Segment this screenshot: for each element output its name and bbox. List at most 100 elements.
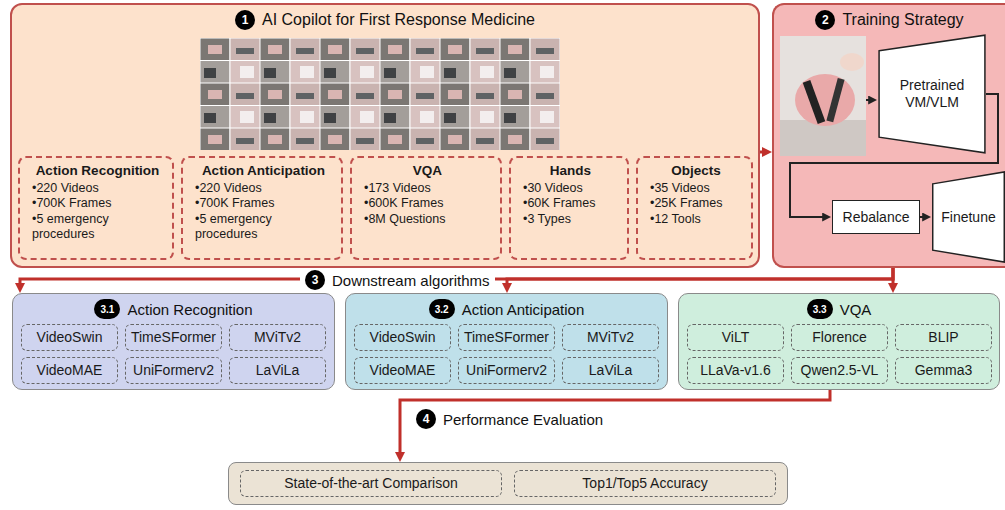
panel-title: AI Copilot for First Response Medicine	[262, 11, 535, 29]
block-label: Finetune	[941, 209, 995, 226]
model-box: LaViLa	[562, 357, 659, 384]
panel-title: Action Anticipation	[462, 301, 585, 318]
dataset-box: Action Anticipation•220 Videos•700K Fram…	[181, 156, 343, 260]
process-box: Rebalance	[832, 200, 920, 234]
connector	[760, 151, 764, 154]
model-name: LaViLa	[589, 362, 632, 379]
dataset-stat: •60K Frames	[519, 196, 595, 212]
model-name: LLaVa-v1.6	[700, 362, 771, 379]
model-name: TimeSFormer	[131, 329, 216, 346]
model-name: MViTv2	[587, 329, 634, 346]
connector	[507, 268, 893, 285]
dataset-heading: VQA	[413, 162, 442, 180]
model-box: Florence	[791, 324, 888, 351]
dataset-box: VQA•173 Videos•600K Frames•8M Questions	[350, 156, 502, 260]
panel-header: 3.2 Action Anticipation	[346, 299, 667, 319]
panel-title: Training Strategy	[842, 11, 963, 29]
video-frame-mosaic	[200, 38, 560, 150]
panel-title: VQA	[840, 301, 872, 318]
dataset-box: Hands•30 Videos•60K Frames•3 Types	[509, 156, 629, 260]
connector	[790, 94, 998, 217]
dataset-heading: Hands	[550, 162, 591, 180]
dataset-stat: •8M Questions	[360, 212, 446, 228]
dataset-stat: •220 Videos	[191, 181, 262, 197]
callout-number: 2	[815, 10, 835, 30]
arrow	[866, 99, 870, 101]
connector	[892, 268, 895, 285]
model-block: Finetune	[932, 171, 1005, 263]
model-name: Florence	[812, 329, 866, 346]
strap	[803, 80, 826, 124]
model-name: LaViLa	[256, 362, 299, 379]
model-name: BLIP	[928, 329, 958, 346]
dataset-box: Action Recognition•220 Videos•700K Frame…	[18, 156, 174, 260]
model-name: Gemma3	[915, 362, 973, 379]
dataset-stat: •5 emergency procedures	[191, 212, 336, 243]
trapezoid-shape	[879, 35, 985, 153]
dataset-stat: •700K Frames	[28, 196, 111, 212]
model-block: Pretrained VM/VLM	[878, 34, 986, 154]
model-box: LLaVa-v1.6	[687, 357, 784, 384]
dataset-stat: •220 Videos	[28, 181, 99, 197]
model-name: VideoMAE	[37, 362, 103, 379]
callout-number: 3.2	[429, 299, 455, 319]
model-box: VideoSwin	[354, 324, 451, 351]
hand	[840, 53, 864, 71]
model-box: Gemma3	[895, 357, 992, 384]
callout-number: 3.3	[807, 299, 833, 319]
model-box: Qwen2.5-VL	[791, 357, 888, 384]
block-label: Pretrained VM/VLM	[887, 77, 977, 111]
panel-header: 3.3 VQA	[679, 299, 999, 319]
dataset-stat: •173 Videos	[360, 181, 431, 197]
dataset-stat: •5 emergency procedures	[28, 212, 167, 243]
model-box: VideoMAE	[354, 357, 451, 384]
model-name: State-of-the-art Comparison	[284, 475, 458, 492]
panel-title: Performance Evaluation	[443, 411, 603, 428]
model-box: Top1/Top5 Accuracy	[514, 470, 776, 497]
block-label: Rebalance	[843, 209, 910, 226]
model-box: ViLT	[687, 324, 784, 351]
model-box: TimeSFormer	[458, 324, 555, 351]
model-box: BLIP	[895, 324, 992, 351]
model-box: UniFormerv2	[125, 357, 222, 384]
panel-header: 2 Training Strategy	[774, 10, 1005, 30]
callout-number: 1	[235, 10, 255, 30]
manikin-torso	[795, 74, 855, 126]
dataset-stat: •3 Types	[519, 212, 571, 228]
section-label: 3 Downstream algorithms	[300, 270, 495, 290]
callout-number: 3	[305, 270, 325, 290]
connector	[400, 390, 830, 454]
model-name: UniFormerv2	[466, 362, 547, 379]
dataset-stat: •600K Frames	[360, 196, 443, 212]
model-box: VideoSwin	[21, 324, 118, 351]
model-box: MViTv2	[229, 324, 326, 351]
model-name: VideoSwin	[37, 329, 103, 346]
model-box: State-of-the-art Comparison	[240, 470, 502, 497]
callout-number: 4	[416, 409, 436, 429]
dataset-stat: •30 Videos	[519, 181, 583, 197]
model-box: MViTv2	[562, 324, 659, 351]
dataset-stat: •700K Frames	[191, 196, 274, 212]
dataset-heading: Action Anticipation	[202, 162, 325, 180]
model-name: VideoMAE	[370, 362, 436, 379]
panel-title: Action Recognition	[127, 301, 252, 318]
panel-header: 4 Performance Evaluation	[416, 409, 603, 429]
model-name: ViLT	[722, 329, 750, 346]
model-box: VideoMAE	[21, 357, 118, 384]
dataset-heading: Action Recognition	[36, 162, 160, 180]
model-box: LaViLa	[229, 357, 326, 384]
training-photo	[780, 36, 866, 156]
trapezoid-shape	[933, 172, 1005, 262]
dataset-stat: •12 Tools	[646, 212, 701, 228]
model-name: MViTv2	[254, 329, 301, 346]
dataset-box: Objects•35 Videos•25K Frames•12 Tools	[636, 156, 753, 260]
strap	[826, 78, 844, 122]
dataset-heading: Objects	[671, 162, 721, 180]
model-name: Top1/Top5 Accuracy	[582, 475, 707, 492]
panel: 3.2 Action AnticipationVideoSwin TimeSForm…	[345, 293, 668, 390]
connector	[920, 216, 924, 218]
section-title: Downstream algorithms	[332, 272, 490, 289]
